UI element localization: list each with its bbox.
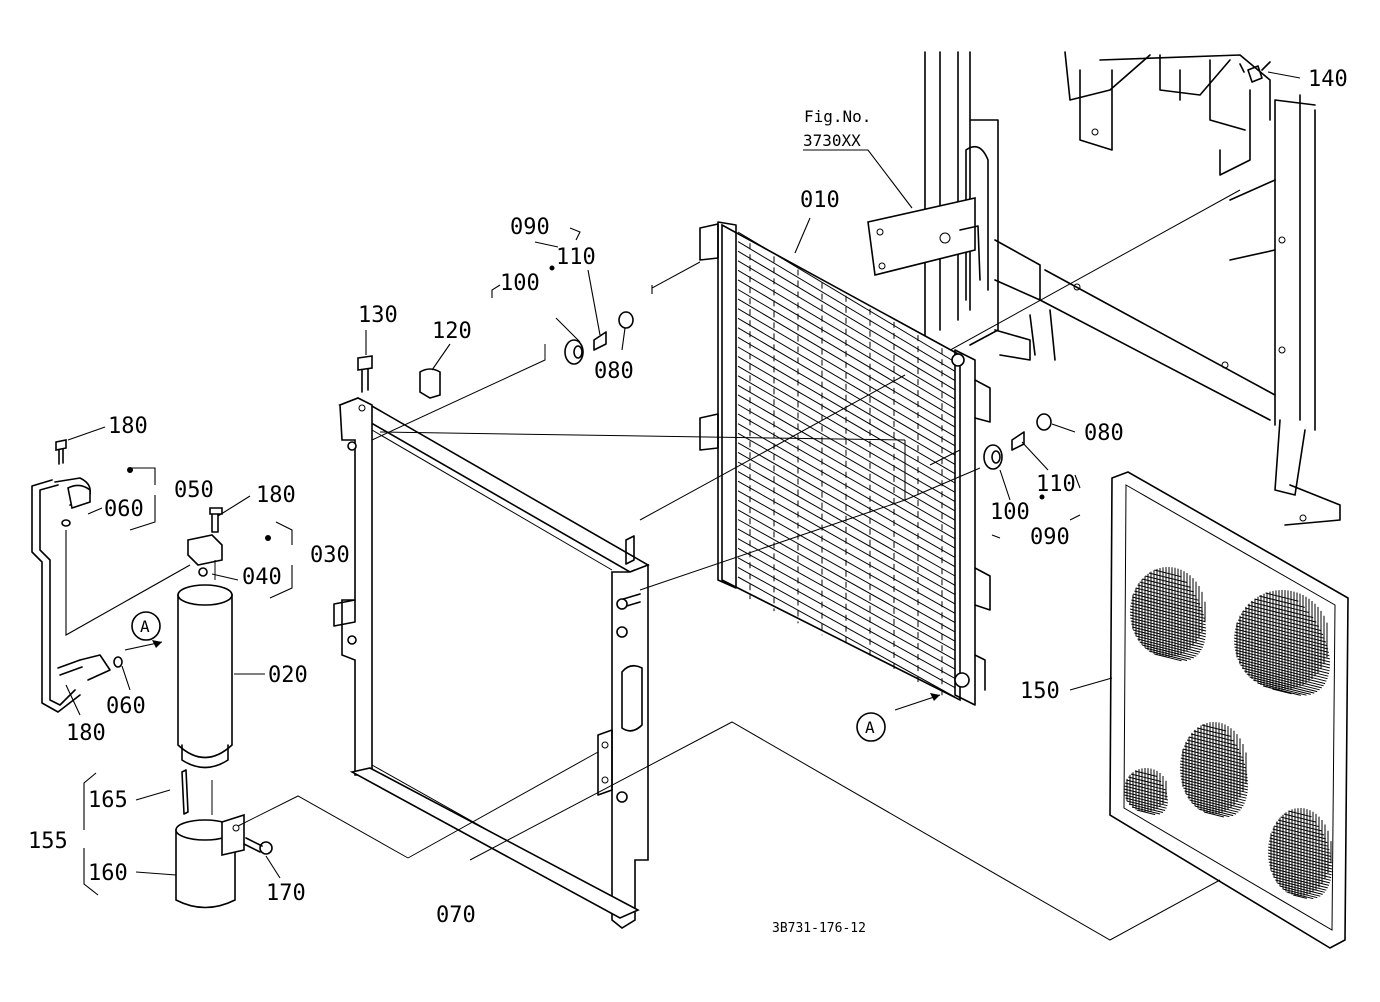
bracket-plate	[867, 197, 981, 281]
screen-panel	[1109, 471, 1349, 949]
label-110a: 110	[556, 245, 596, 270]
label-180b: 180	[256, 483, 296, 508]
callout-a-left: A	[131, 611, 161, 641]
label-100b: 100	[990, 500, 1030, 525]
part-labels: 010 020 030 040 050 060 060 070 080 080 …	[28, 67, 1348, 928]
figure-reference: Fig.No. 3730XX	[803, 107, 871, 150]
label-090b: 090	[1030, 525, 1070, 550]
label-010: 010	[800, 188, 840, 213]
vehicle-frame	[904, 51, 1341, 526]
label-140: 140	[1308, 67, 1348, 92]
callout-a-text: A	[140, 617, 150, 636]
receiver-dryer	[31, 439, 233, 769]
label-020: 020	[268, 663, 308, 688]
callout-a-text: A	[865, 718, 875, 737]
label-050: 050	[174, 478, 214, 503]
reference-dots	[127, 265, 1045, 541]
label-080a: 080	[594, 359, 634, 384]
label-060a: 060	[104, 497, 144, 522]
label-080b: 080	[1084, 421, 1124, 446]
label-160: 160	[88, 861, 128, 886]
callout-a-right: A	[856, 712, 886, 742]
label-155: 155	[28, 829, 68, 854]
frame-panel	[333, 355, 650, 929]
figure-ref-line2: 3730XX	[803, 131, 861, 150]
label-180c: 180	[66, 721, 106, 746]
condenser-core	[699, 221, 991, 706]
label-180a: 180	[108, 414, 148, 439]
label-150: 150	[1020, 679, 1060, 704]
label-120: 120	[432, 319, 472, 344]
label-090a: 090	[510, 215, 550, 240]
diagram-code: 3B731-176-12	[772, 921, 866, 936]
label-070: 070	[436, 903, 476, 928]
figure-ref-line1: Fig.No.	[804, 107, 871, 126]
label-060b: 060	[106, 694, 146, 719]
label-040: 040	[242, 565, 282, 590]
label-130: 130	[358, 303, 398, 328]
label-170: 170	[266, 881, 306, 906]
leader-lines	[65, 71, 1301, 896]
assembly-lines	[214, 261, 1221, 941]
label-110b: 110	[1036, 472, 1076, 497]
arrows	[152, 640, 940, 701]
label-165: 165	[88, 788, 128, 813]
label-030: 030	[310, 543, 350, 568]
dryer-bracket	[175, 769, 273, 909]
label-100a: 100	[500, 271, 540, 296]
